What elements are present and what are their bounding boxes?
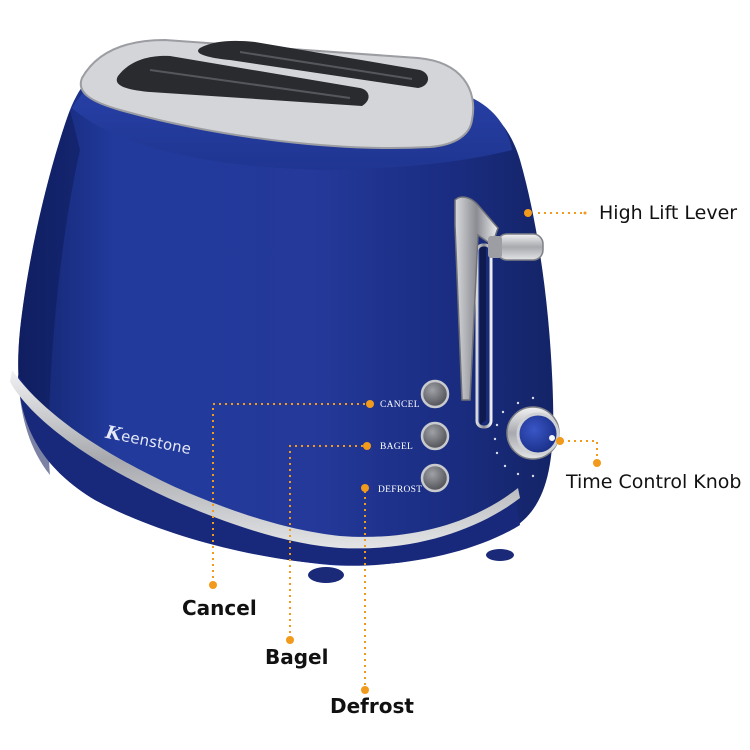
time-control-knob-cap[interactable] [516,412,560,456]
toaster-body [18,65,554,566]
callout-high-lift-lever: High Lift Lever [599,202,738,224]
chrome-trim [10,370,520,549]
body-lower-band [18,375,520,566]
lever-slot-trim [475,243,493,429]
defrost-button-label: DEFROST [378,485,423,495]
lift-knob-stem [488,236,502,258]
defrost-button-icon[interactable] [420,463,450,493]
bagel-button-label: BAGEL [380,442,414,452]
cancel-button-label: CANCEL [380,400,420,410]
knob-indicator-icon [549,435,555,441]
bread-slot [116,55,369,106]
callout-bagel: Bagel [265,645,329,669]
cancel-button-icon[interactable] [420,379,450,409]
slot-grill [149,51,413,99]
callout-dots [209,209,601,694]
lift-knob[interactable] [496,233,544,261]
callout-time-control-knob: Time Control Knob [566,471,742,493]
callout-cancel: Cancel [182,596,257,620]
toaster-foot [308,567,344,583]
toaster-foot [486,549,514,561]
high-lift-lever[interactable] [454,196,499,401]
lever-slot [480,245,486,425]
bagel-button-icon[interactable] [420,421,450,451]
body-shadow [18,110,80,475]
callout-defrost: Defrost [330,694,414,718]
dial-scale [493,396,535,478]
